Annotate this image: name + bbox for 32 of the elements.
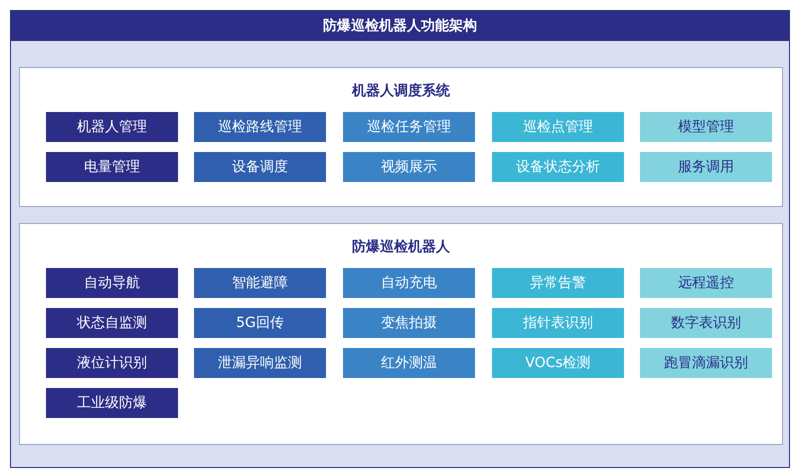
function-box: 电量管理	[46, 152, 178, 182]
title-bar: 防爆巡检机器人功能架构	[11, 11, 789, 41]
function-box: 状态自监测	[46, 308, 178, 338]
function-box: 视频展示	[343, 152, 475, 182]
outer-panel	[10, 10, 790, 468]
section-heading: 防爆巡检机器人	[351, 238, 451, 256]
function-box: 巡检点管理	[492, 112, 624, 142]
function-box: 机器人管理	[46, 112, 178, 142]
function-box: 智能避障	[194, 268, 326, 298]
function-box: 红外测温	[343, 348, 475, 378]
section-heading: 机器人调度系统	[350, 82, 451, 100]
function-box: 远程遥控	[640, 268, 772, 298]
function-box: 自动充电	[343, 268, 475, 298]
function-box: 液位计识别	[46, 348, 178, 378]
function-box: 跑冒滴漏识别	[640, 348, 772, 378]
function-box: 设备状态分析	[492, 152, 624, 182]
function-box: 服务调用	[640, 152, 772, 182]
section-panel	[19, 67, 783, 207]
function-box: 工业级防爆	[46, 388, 178, 418]
function-box: 5G回传	[194, 308, 326, 338]
function-box: 数字表识别	[640, 308, 772, 338]
section-panel	[19, 223, 783, 445]
function-box: 指针表识别	[492, 308, 624, 338]
function-box: 泄漏异响监测	[194, 348, 326, 378]
function-box: 自动导航	[46, 268, 178, 298]
function-box: 巡检任务管理	[343, 112, 475, 142]
function-box: 变焦拍摄	[343, 308, 475, 338]
function-box: 巡检路线管理	[194, 112, 326, 142]
function-box: 模型管理	[640, 112, 772, 142]
function-box: 异常告警	[492, 268, 624, 298]
function-box: VOCs检测	[492, 348, 624, 378]
function-box: 设备调度	[194, 152, 326, 182]
